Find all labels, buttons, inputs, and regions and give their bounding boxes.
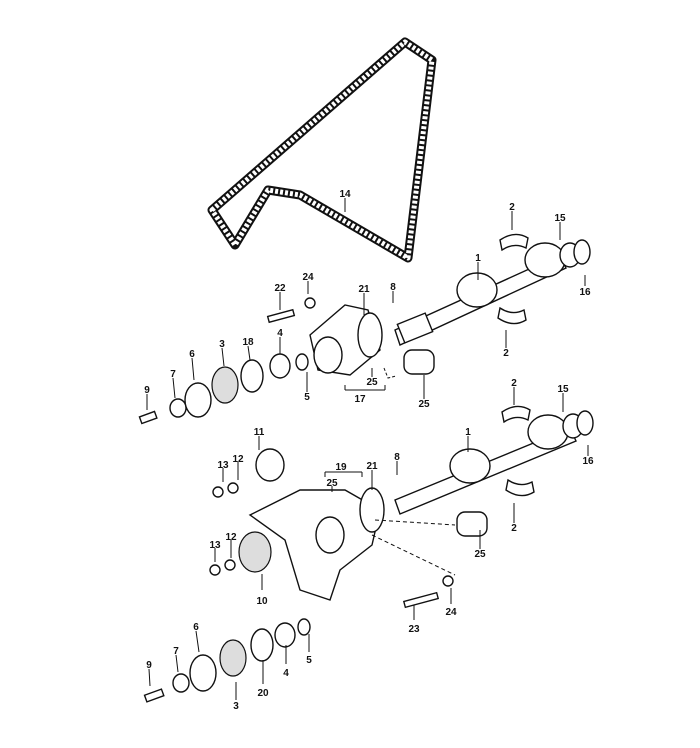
top-bearing-shells xyxy=(497,233,529,325)
callout-24: 24 xyxy=(302,272,314,283)
bottom-drive-parts xyxy=(143,618,311,703)
leader-lines xyxy=(146,198,589,700)
callout-10: 10 xyxy=(256,596,268,607)
callout-4: 4 xyxy=(277,328,283,339)
callout-9: 9 xyxy=(144,385,150,396)
top-housing xyxy=(309,304,435,379)
callout-3: 3 xyxy=(233,701,239,712)
callout-5: 5 xyxy=(304,392,310,403)
timing-belt xyxy=(207,37,437,263)
callout-6: 6 xyxy=(193,622,199,633)
callout-21: 21 xyxy=(366,461,378,472)
bottom-assembly-labels: 2 15 16 1 2 8 21 19 25 11 13 12 13 12 10… xyxy=(146,378,594,712)
callout-13: 13 xyxy=(217,460,229,471)
callout-15: 15 xyxy=(554,213,566,224)
callout-16: 16 xyxy=(582,456,594,467)
callout-22: 22 xyxy=(274,283,286,294)
callout-8: 8 xyxy=(394,452,400,463)
callout-25: 25 xyxy=(474,549,486,560)
callout-18: 18 xyxy=(242,337,254,348)
callout-12: 12 xyxy=(225,532,237,543)
callout-2: 2 xyxy=(511,523,517,534)
callout-7: 7 xyxy=(170,369,176,380)
callout-12: 12 xyxy=(232,454,244,465)
top-assembly-labels: 14 2 15 16 1 2 8 21 24 22 4 18 3 6 7 9 5… xyxy=(144,189,591,410)
callout-5: 5 xyxy=(306,655,312,666)
callout-8: 8 xyxy=(390,282,396,293)
callout-15: 15 xyxy=(557,384,569,395)
top-drive-parts xyxy=(138,297,316,425)
callout-25: 25 xyxy=(326,478,338,489)
callout-25: 25 xyxy=(366,377,378,388)
callout-1: 1 xyxy=(475,253,481,264)
callout-6: 6 xyxy=(189,349,195,360)
callout-2: 2 xyxy=(503,348,509,359)
top-camshaft xyxy=(394,239,591,346)
callout-20: 20 xyxy=(257,688,269,699)
callout-1: 1 xyxy=(465,427,471,438)
callout-9: 9 xyxy=(146,660,152,671)
callout-25: 25 xyxy=(418,399,430,410)
callout-14: 14 xyxy=(339,189,351,200)
callout-13: 13 xyxy=(209,540,221,551)
callout-24: 24 xyxy=(445,607,457,618)
callout-2: 2 xyxy=(509,202,515,213)
callout-17: 17 xyxy=(354,394,366,405)
bottom-bracket xyxy=(209,448,456,609)
bottom-camshaft xyxy=(394,405,594,537)
callout-2: 2 xyxy=(511,378,517,389)
callout-3: 3 xyxy=(219,339,225,350)
callout-4: 4 xyxy=(283,668,289,679)
callout-23: 23 xyxy=(408,624,420,635)
callout-19: 19 xyxy=(335,462,347,473)
callout-11: 11 xyxy=(254,427,265,438)
callout-16: 16 xyxy=(579,287,591,298)
callout-7: 7 xyxy=(173,646,179,657)
callout-21: 21 xyxy=(358,284,370,295)
